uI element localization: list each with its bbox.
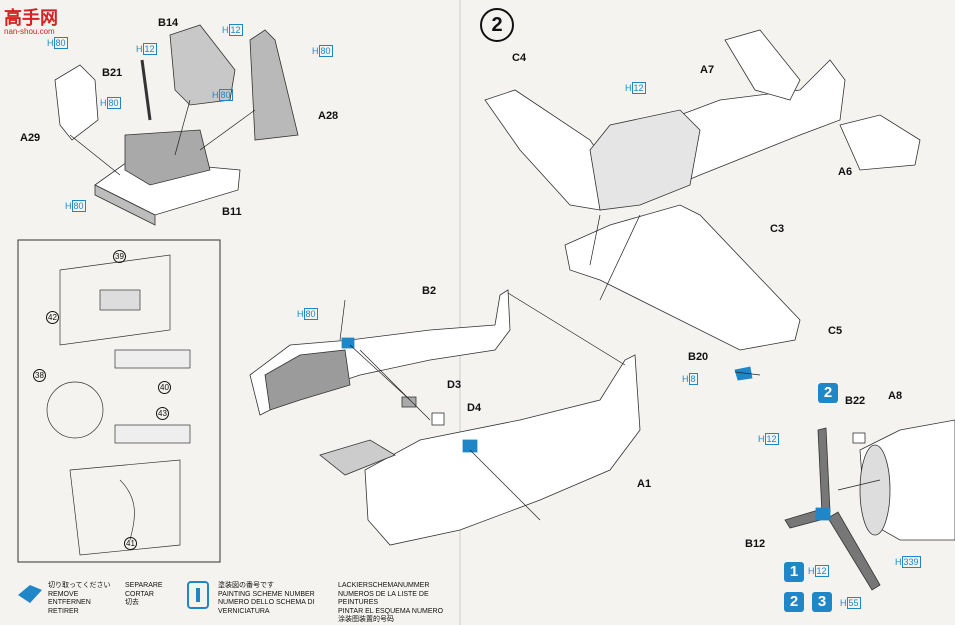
part-label-a6: A6 bbox=[838, 166, 853, 178]
legend-remove-alt: SEPARARE CORTAR 切去 bbox=[125, 582, 163, 606]
detail-number-42: 42 bbox=[46, 311, 59, 324]
scheme-badge-2: 2 bbox=[818, 383, 838, 403]
watermark-brand: 高手网 bbox=[4, 8, 58, 28]
scheme-badge-2: 2 bbox=[784, 592, 804, 612]
part-label-d4: D4 bbox=[467, 402, 482, 414]
step-number-2: 2 bbox=[480, 8, 514, 42]
part-label-b21: B21 bbox=[102, 67, 123, 79]
watermark-url: nan-shou.com bbox=[4, 27, 55, 36]
part-label-a7: A7 bbox=[700, 64, 715, 76]
watermark-logo: 高手网 nan-shou.com bbox=[4, 4, 58, 36]
part-label-b22: B22 bbox=[845, 395, 866, 407]
part-label-a1: A1 bbox=[637, 478, 652, 490]
part-label-c5: C5 bbox=[828, 325, 843, 337]
part-label-b14: B14 bbox=[158, 17, 179, 29]
part-label-c4: C4 bbox=[512, 52, 527, 64]
part-label-d3: D3 bbox=[447, 379, 462, 391]
legend-painting-scheme: 塗装図の番号です PAINTING SCHEME NUMBER NUMERO D… bbox=[218, 582, 315, 615]
part-label-b11: B11 bbox=[222, 206, 242, 218]
detail-number-38: 38 bbox=[33, 369, 46, 382]
part-label-b12: B12 bbox=[745, 538, 766, 550]
detail-number-39: 39 bbox=[113, 250, 126, 263]
legend-remove: 切り取ってください REMOVE ENTFERNEN RETIRER bbox=[48, 582, 111, 615]
part-label-b2: B2 bbox=[422, 285, 437, 297]
part-label-b20: B20 bbox=[688, 351, 709, 363]
detail-number-40: 40 bbox=[158, 381, 171, 394]
part-label-a29: A29 bbox=[20, 132, 41, 144]
scheme-badge-3: 3 bbox=[812, 592, 832, 612]
detail-number-43: 43 bbox=[156, 407, 169, 420]
detail-number-41: 41 bbox=[124, 537, 137, 550]
part-label-c3: C3 bbox=[770, 223, 785, 235]
scheme-badge-1: 1 bbox=[784, 562, 804, 582]
part-label-a8: A8 bbox=[888, 390, 903, 402]
part-label-a28: A28 bbox=[318, 110, 339, 122]
legend-painting-scheme-alt: LACKIERSCHEMANUMMER NUMEROS DE LA LISTE … bbox=[338, 582, 444, 623]
